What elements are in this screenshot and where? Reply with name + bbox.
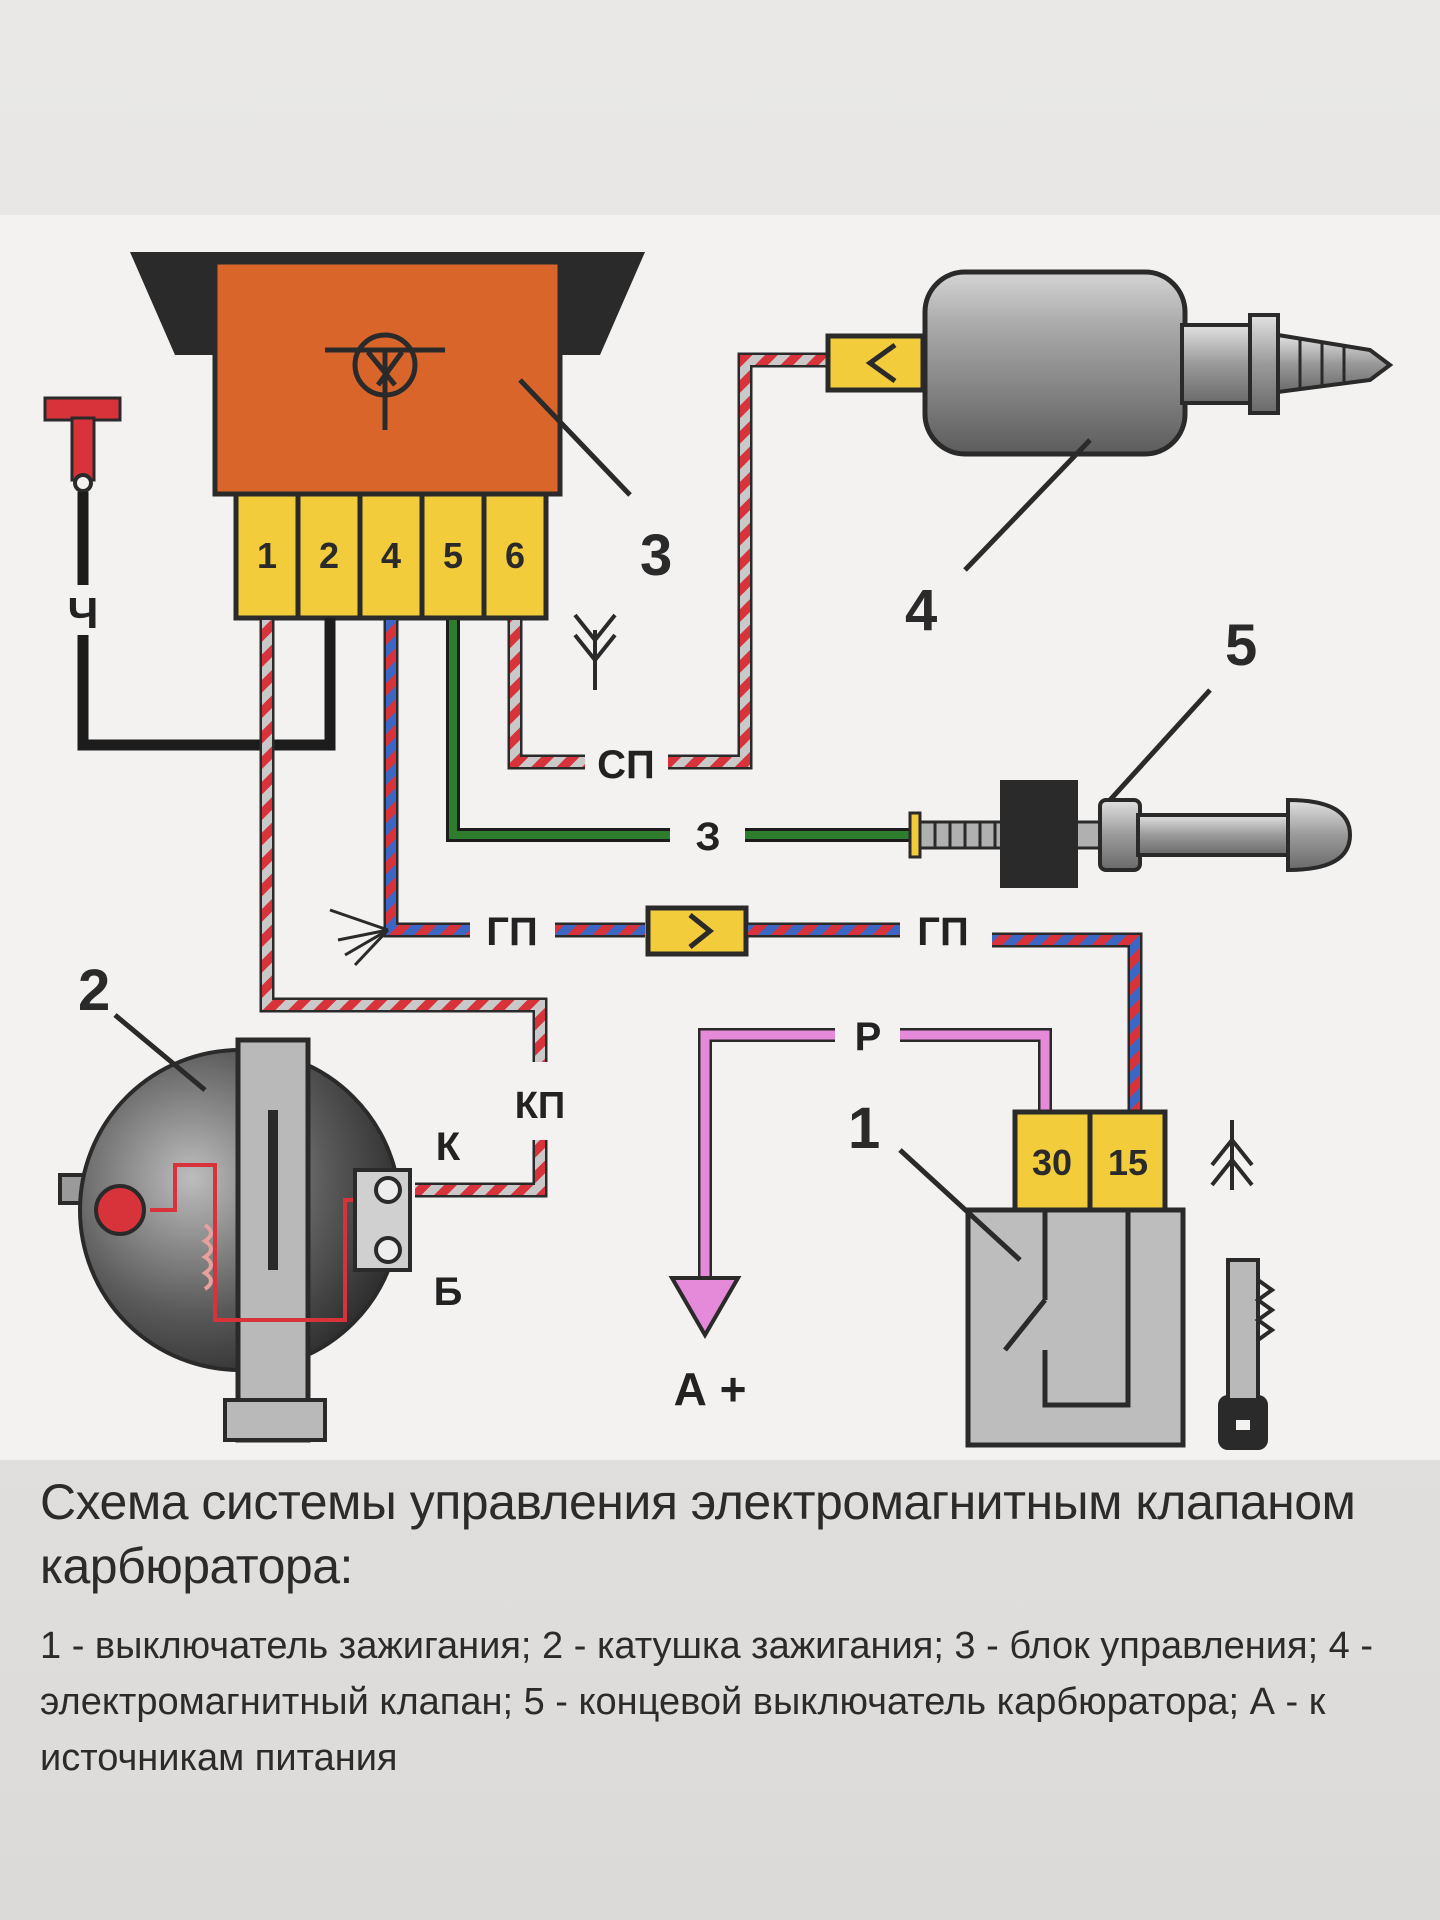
solenoid-valve: 4 [825,269,1394,643]
wire-r: Р А + [668,1015,1052,1415]
key-icon [1218,1258,1276,1450]
terminal-30: 30 [1032,1142,1072,1183]
coil-terminal-b [374,1236,402,1264]
wire-label-sp: СП [597,743,655,787]
callout-line-5 [1108,688,1212,802]
caption-legend: 1 - выключатель зажигания; 2 - катушка з… [40,1625,1374,1779]
pin-2: 2 [319,535,339,576]
wire-label-gp-right: ГП [917,910,968,954]
callout-2: 2 [78,958,110,1023]
coil-terminal-k [374,1176,402,1204]
wire-z: З [446,620,910,859]
ground-wire-label: Ч [68,589,99,638]
figure-caption: Схема системы управления электромагнитны… [40,1470,1400,1786]
terminal-15: 15 [1108,1142,1148,1183]
ground-wire: Ч [43,396,336,751]
valve-body [922,269,1188,457]
callout-5: 5 [1225,613,1257,678]
callout-line-2 [113,1013,207,1092]
pin-5: 5 [443,535,463,576]
wire-label-gp-left: ГП [486,910,537,954]
wire-label-r: Р [855,1015,882,1059]
callout-line-1 [898,1148,1022,1262]
callout-line-3 [518,378,632,497]
limit-switch: 5 [908,613,1353,888]
antenna-symbol-icon [329,908,390,967]
control-unit: 3 [130,252,672,588]
callout-1: 1 [848,1096,880,1161]
ignition-coil: К Б 2 [58,958,463,1443]
inline-connector [645,905,749,957]
wire-gp: ГП ГП [329,620,1143,1115]
wire-sp: СП [507,352,828,787]
power-arrow [668,1276,742,1339]
control-unit-connector: 1 2 4 5 6 [233,491,549,621]
lightning-icon [1210,1120,1254,1190]
wire-kp: КП [259,620,566,1198]
terminal-label-b: Б [434,1270,463,1314]
wire-label-z: З [695,815,720,859]
switch-body [965,1207,1186,1448]
power-label: А + [674,1363,747,1415]
limit-switch-bracket [1000,780,1078,888]
transistor-icon [325,332,445,430]
antenna-symbol-icon [573,613,617,690]
callout-3: 3 [640,523,672,588]
caption-title: Схема системы управления электромагнитны… [40,1474,1356,1594]
pin-4: 4 [381,535,401,576]
valve-connector [825,333,926,393]
ignition-switch: 30 15 1 [848,1096,1276,1450]
pin-1: 1 [257,535,277,576]
callout-line-4 [963,438,1092,572]
callout-4: 4 [905,578,937,643]
wire-label-kp: КП [515,1085,566,1127]
pin-6: 6 [505,535,525,576]
terminal-label-k: К [436,1125,461,1169]
